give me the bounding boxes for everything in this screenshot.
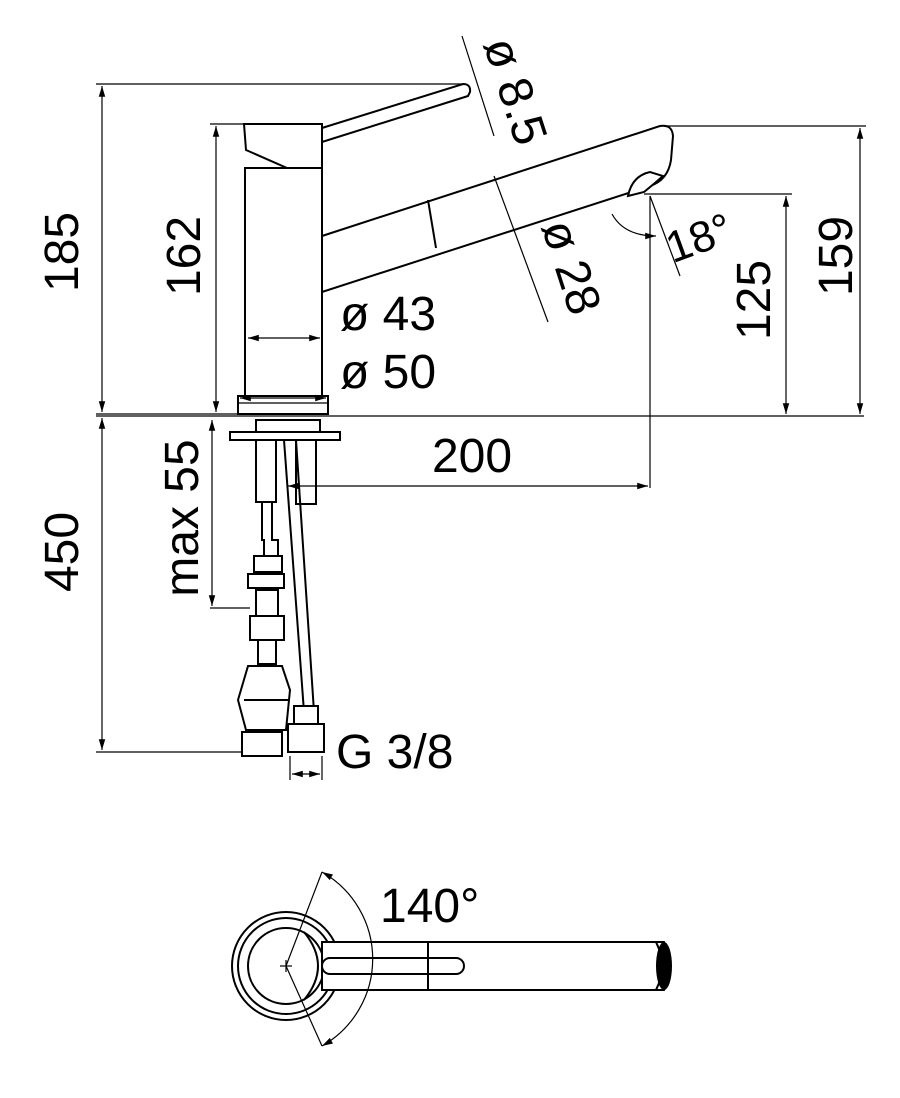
valve-block [236, 665, 292, 731]
faucet-top-view [231, 871, 672, 1047]
faucet-side-view [237, 82, 675, 415]
dim-spout-height: 159 [810, 216, 863, 296]
dim-swivel-angle: 140° [380, 880, 479, 933]
shank-left [255, 439, 277, 503]
dim-spout-bore-height: 125 [728, 260, 781, 340]
dimension-labels: 185 162 450 max 55 ø 43 ø 50 200 ø 8.5 ø… [36, 31, 863, 933]
dimension-lines [96, 35, 866, 780]
lever-cap [242, 123, 323, 169]
supply-hose-left [261, 501, 279, 557]
dim-spout-angle: 18° [659, 204, 738, 273]
spout-joint [427, 199, 437, 249]
dim-diameter-43: ø 43 [340, 288, 436, 341]
dim-total-height: 185 [36, 212, 89, 292]
connector-left [241, 731, 283, 757]
dim-connection-thread: G 3/8 [336, 726, 453, 779]
dim-diameter-50: ø 50 [340, 346, 436, 399]
spout [321, 124, 675, 294]
dim-body-height: 162 [158, 216, 211, 296]
dim-max-deck: max 55 [156, 439, 209, 596]
lever-handle [321, 82, 472, 144]
faucet-body [244, 167, 323, 397]
dim-spout-diameter: ø 28 [531, 213, 611, 321]
spout-outlet [626, 170, 665, 198]
connector-right [287, 723, 325, 753]
top-lever [321, 957, 465, 975]
under-deck-assembly [229, 419, 341, 757]
swivel-arc [321, 871, 374, 1047]
faucet-base [237, 395, 329, 415]
dim-hose-length: 450 [36, 512, 89, 592]
deck-washer [229, 431, 341, 441]
dim-lever-diameter: ø 8.5 [473, 31, 557, 151]
dim-reach: 200 [432, 430, 512, 483]
top-spout-outlet [656, 942, 672, 990]
